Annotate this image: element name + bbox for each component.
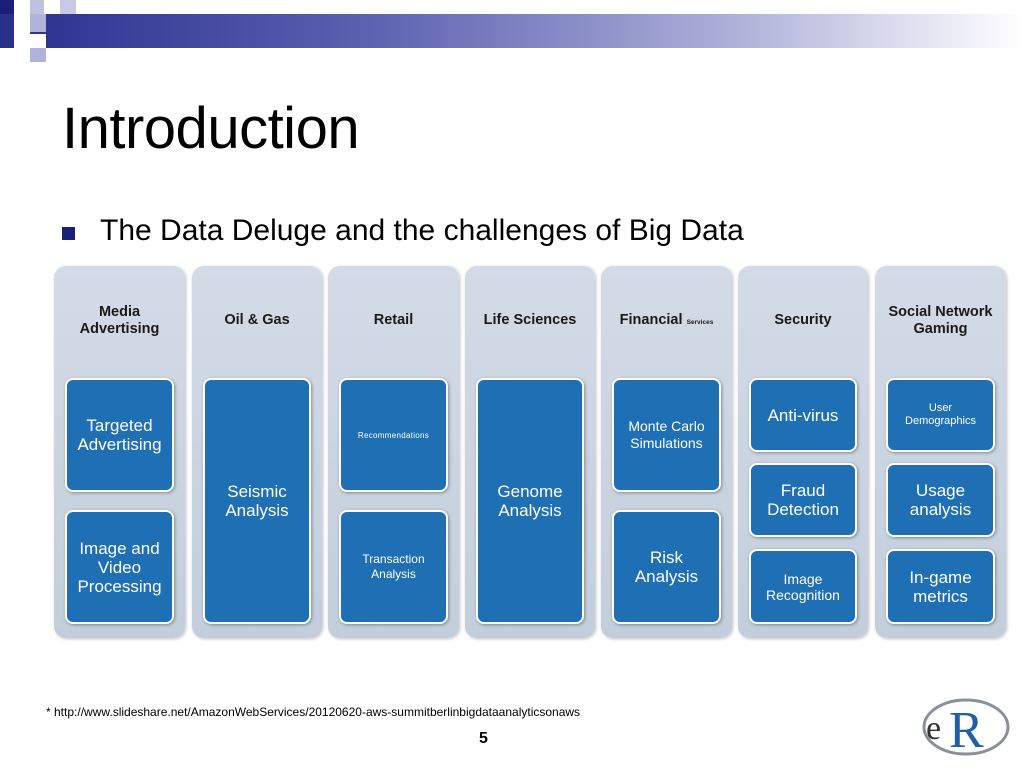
use-case-box: Image and Video Processing [65, 510, 174, 624]
column-header: Life Sciences [465, 312, 595, 329]
bullet-text: The Data Deluge and the challenges of Bi… [100, 214, 744, 247]
decor-square [0, 48, 14, 62]
use-case-box: Usage analysis [886, 463, 995, 537]
box-line: Risk [649, 548, 684, 567]
box-line: Recognition [766, 586, 840, 603]
column-header-line: Gaming [913, 321, 968, 337]
column-security: Security Anti-virus Fraud Detection Imag… [738, 266, 868, 638]
box-line: Recommendations [357, 430, 430, 440]
use-case-box: Risk Analysis [612, 510, 721, 624]
box-line: Analysis [225, 501, 289, 520]
decor-square [30, 14, 46, 32]
bullet-item: The Data Deluge and the challenges of Bi… [62, 214, 744, 248]
box-line: Fraud [780, 481, 826, 500]
use-case-box: Seismic Analysis [203, 378, 311, 624]
box-line: Analysis [498, 501, 562, 520]
box-line: metrics [913, 586, 968, 606]
column-header: Security [738, 312, 868, 329]
box-line: Demographics [905, 415, 976, 427]
logo-letter-e: e [926, 710, 941, 747]
box-line: Usage [915, 481, 966, 500]
source-footnote: * http://www.slideshare.net/AmazonWebSer… [46, 705, 581, 719]
box-line: Seismic [227, 482, 287, 501]
column-header-line: Financial Services [601, 312, 732, 331]
column-life-sciences: Life Sciences Genome Analysis [465, 266, 595, 638]
box-line: Monte Carlo [628, 418, 705, 434]
column-header-line: Retail [373, 312, 414, 328]
decor-square [0, 0, 14, 14]
box-line: analysis [909, 500, 972, 519]
box-line: Targeted [86, 416, 153, 435]
box-line: Image and [79, 538, 160, 558]
column-social-network-gaming: Social Network Gaming User Demographics … [875, 266, 1006, 638]
column-header-suffix: Services [686, 319, 714, 326]
box-line: Processing [77, 576, 162, 596]
use-case-box: Transaction Analysis [339, 510, 448, 624]
decor-square [14, 0, 30, 14]
box-line: Advertising [77, 435, 162, 454]
column-oil-gas: Oil & Gas Seismic Analysis [192, 266, 322, 638]
column-header-line: Life Sciences [483, 312, 577, 328]
column-retail: Retail Recommendations Transaction Analy… [328, 266, 459, 638]
column-header: Social Network Gaming [875, 304, 1006, 338]
box-line: Analysis [371, 567, 416, 581]
use-case-box: Genome Analysis [476, 378, 584, 624]
column-header: Retail [328, 312, 459, 329]
column-header-line: Oil & Gas [224, 312, 290, 328]
column-header: Oil & Gas [192, 312, 322, 329]
box-line: Simulations [630, 435, 703, 451]
column-header-line: Advertising [79, 321, 160, 337]
box-line: In-game [909, 567, 972, 587]
decor-square [30, 34, 46, 48]
header-gradient-bar [0, 14, 1024, 48]
logo-letter-r: R [949, 702, 984, 757]
box-line: Detection [767, 500, 839, 519]
box-line: Anti-virus [767, 405, 839, 425]
use-case-box: Image Recognition [749, 549, 857, 624]
use-case-box: Anti-virus [749, 378, 857, 452]
column-header-line: Media [98, 304, 141, 320]
column-header: Financial Services [601, 312, 732, 331]
column-header-line: Security [774, 312, 832, 328]
decor-square [60, 0, 76, 14]
column-header: Media Advertising [54, 304, 185, 338]
decor-square [14, 14, 30, 48]
slide-title: Introduction [62, 96, 360, 161]
box-line: Analysis [634, 567, 699, 586]
use-case-box: Monte Carlo Simulations [612, 378, 721, 492]
er-logo: e R [922, 698, 1010, 757]
bullet-square-icon [62, 226, 75, 240]
decor-square [46, 0, 60, 14]
decor-square [30, 48, 46, 62]
box-line: Video [97, 557, 142, 577]
column-header-main: Financial [619, 312, 683, 328]
decor-square [30, 0, 44, 14]
column-header-line: Social Network [888, 304, 993, 320]
box-line: User [928, 402, 953, 414]
box-line: Transaction [362, 552, 425, 566]
use-case-box: In-game metrics [886, 549, 995, 624]
use-case-box: Recommendations [339, 378, 448, 492]
use-case-box: Targeted Advertising [65, 378, 174, 492]
column-financial-services: Financial Services Monte Carlo Simulatio… [601, 266, 732, 638]
big-data-industries-diagram: Media Advertising Targeted Advertising I… [54, 266, 1007, 638]
page-number: 5 [479, 730, 488, 747]
box-line: Genome [497, 482, 563, 501]
use-case-box: Fraud Detection [749, 463, 857, 537]
box-line: Image [783, 570, 823, 587]
column-media-advertising: Media Advertising Targeted Advertising I… [54, 266, 185, 638]
use-case-box: User Demographics [886, 378, 995, 452]
